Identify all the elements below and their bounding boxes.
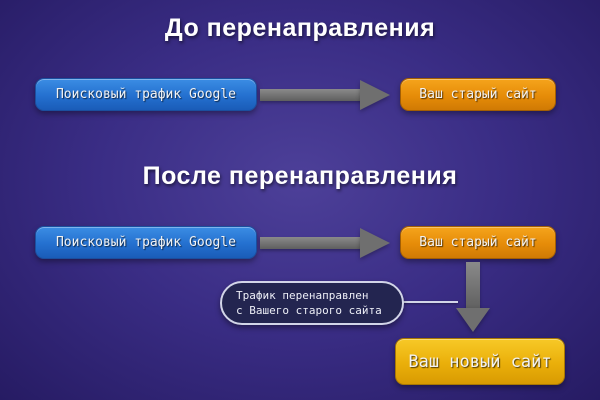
down-arrow-icon bbox=[466, 262, 480, 310]
before-right-arrowhead-icon bbox=[360, 80, 390, 110]
before-right-arrow-icon bbox=[260, 89, 364, 101]
after-right-arrow-icon bbox=[260, 237, 364, 249]
callout-connector-line bbox=[400, 301, 458, 303]
before-source-box: Поисковый трафик Google bbox=[35, 78, 257, 111]
redirect-callout: Трафик перенаправлен с Вашего старого са… bbox=[220, 281, 404, 325]
after-right-arrowhead-icon bbox=[360, 228, 390, 258]
before-old-site-box: Ваш старый сайт bbox=[400, 78, 556, 111]
callout-text-line1: Трафик перенаправлен bbox=[236, 289, 369, 302]
before-section-title: До перенаправления bbox=[164, 14, 436, 42]
after-section-title: После перенаправления bbox=[142, 162, 458, 190]
after-new-site-box: Ваш новый сайт bbox=[395, 338, 565, 385]
down-arrowhead-icon bbox=[456, 308, 490, 332]
after-old-site-box: Ваш старый сайт bbox=[400, 226, 556, 259]
after-source-box: Поисковый трафик Google bbox=[35, 226, 257, 259]
callout-text-line2: с Вашего старого сайта bbox=[236, 304, 382, 317]
